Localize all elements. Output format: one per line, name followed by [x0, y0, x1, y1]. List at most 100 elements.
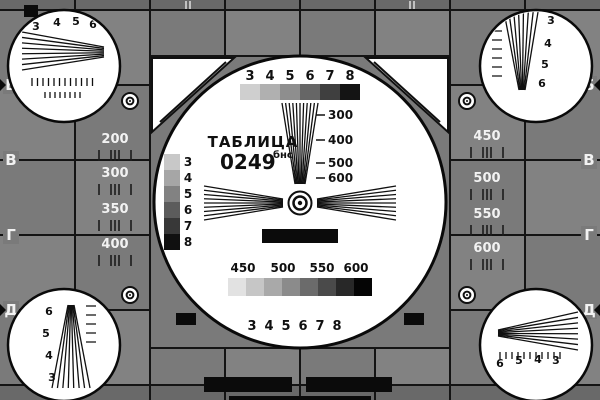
side-scale-number: 8	[184, 235, 192, 249]
wedge-line	[203, 185, 284, 200]
wedge-line	[21, 42, 105, 51]
left-panel-grating	[98, 220, 132, 231]
wedge-line	[300, 102, 305, 185]
wedge-label: 300	[328, 108, 353, 122]
wedge-line	[316, 185, 397, 200]
top-scale-number: 8	[345, 69, 354, 84]
bottom-gray-scale	[228, 278, 372, 296]
wedge-line	[316, 204, 397, 213]
bottom-scale-number: 8	[332, 319, 341, 334]
gray-step	[164, 234, 180, 250]
corner-wedge	[51, 304, 91, 389]
bottom-edge-bar	[229, 396, 371, 400]
corner-number: 6	[496, 357, 504, 370]
wedge-line	[497, 316, 579, 332]
gray-step	[280, 84, 300, 100]
gray-step	[336, 278, 354, 296]
wedge-line	[203, 189, 284, 201]
wedge-line	[316, 198, 397, 203]
gray-step	[164, 186, 180, 202]
wedge-label: 400	[328, 133, 353, 147]
corner-circle	[478, 287, 594, 400]
row-letter-right: Г	[584, 226, 594, 244]
wedge-line	[503, 12, 520, 91]
wedge-line	[316, 205, 397, 217]
diagonal-line	[159, 61, 227, 123]
gray-step	[246, 278, 264, 296]
wedge-line	[56, 304, 70, 389]
right-panel-number: 450	[473, 129, 500, 144]
left-panel-number: 200	[101, 132, 128, 147]
top-gray-scale	[240, 84, 360, 100]
wedge-line	[316, 206, 397, 221]
wedge-line	[517, 12, 523, 91]
letter-mask	[581, 151, 597, 169]
row-marker-arrow	[594, 79, 600, 91]
gray-step	[282, 278, 300, 296]
corner-number: 5	[72, 15, 80, 28]
diagonal-triangle-tr	[363, 57, 449, 135]
bottom-scale-number: 5	[281, 319, 290, 334]
corner-number: 6	[89, 18, 97, 31]
diagonal-line	[373, 61, 441, 123]
freq-label: 550	[309, 261, 334, 275]
wedge-line	[73, 304, 91, 389]
gray-step	[318, 278, 336, 296]
right-panel-grating	[470, 225, 504, 236]
right-wedge	[316, 185, 397, 221]
row-marker-arrow	[0, 79, 6, 91]
wedge-label: 600	[328, 171, 353, 185]
wedge-line	[67, 304, 72, 389]
left-panel-number: 350	[101, 202, 128, 217]
bottom-bar-right	[306, 377, 392, 392]
outer-markers	[24, 1, 476, 400]
corner-ticks	[86, 305, 96, 343]
wedge-line	[521, 12, 525, 91]
wedge-line	[284, 102, 297, 185]
grid-cell	[525, 160, 600, 235]
left-panel-grating	[98, 150, 132, 161]
wedge-line	[522, 12, 529, 91]
left-panel-number: 300	[101, 166, 128, 181]
row-letters: ББВВГГДД	[0, 76, 600, 319]
gray-step	[164, 170, 180, 186]
diagonal-triangle-tl	[151, 57, 237, 135]
target-dot	[466, 294, 468, 296]
wedge-line	[295, 102, 300, 185]
vertical-wedge	[281, 102, 319, 185]
side-scale-number: 5	[184, 187, 192, 201]
gray-step	[300, 278, 318, 296]
wedge-line	[70, 304, 75, 389]
corner-ticks	[44, 92, 81, 98]
wedge-line	[524, 12, 539, 91]
letter-mask	[3, 226, 19, 244]
target-dot	[466, 100, 468, 102]
bottom-scale-number: 6	[298, 319, 307, 334]
corner-number: 4	[534, 353, 542, 366]
wedge-label: 500	[328, 156, 353, 170]
corner-number: 5	[42, 327, 50, 340]
wedge-line	[301, 102, 308, 185]
corner-wedge	[21, 31, 105, 71]
wedge-line	[71, 304, 80, 389]
gray-step	[228, 278, 246, 296]
wedge-line	[497, 333, 579, 340]
wedge-line	[203, 203, 284, 208]
corner-number: 5	[541, 58, 549, 71]
card-code-text: 0249	[220, 150, 276, 174]
freq-label: 500	[270, 261, 295, 275]
center-target-dot	[297, 200, 303, 206]
gray-step	[354, 278, 372, 296]
corner-number: 4	[544, 37, 552, 50]
black-square-left	[176, 313, 196, 325]
registration-target	[458, 286, 476, 304]
